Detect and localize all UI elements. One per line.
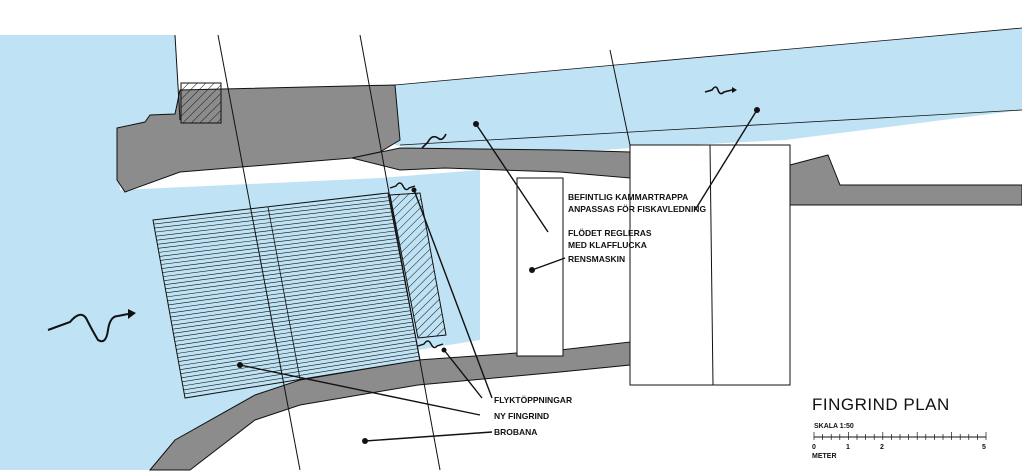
flow-arrow-top-gate — [421, 133, 447, 149]
label-kammartrappa-2: ANPASSAS FÖR FISKAVLEDNING — [568, 204, 706, 214]
flow-arrow-escape-bottom — [417, 340, 444, 349]
rack-slat — [160, 230, 396, 261]
rack-slat — [174, 306, 410, 342]
rack-slat — [182, 344, 418, 383]
rack-slat — [158, 219, 394, 249]
rack-slat — [155, 204, 391, 233]
rack-slat — [162, 242, 398, 273]
scale-unit: METER — [812, 453, 837, 460]
scale-label: SKALA 1:50 — [814, 423, 854, 430]
rack-slat — [170, 283, 406, 318]
rack-divider — [267, 206, 301, 380]
flow-arrows — [47, 86, 737, 349]
rack-slat — [179, 329, 415, 366]
rack-slat — [161, 238, 397, 269]
rack-slat — [158, 223, 394, 253]
rack-slat — [156, 211, 392, 241]
rack-slat — [172, 295, 408, 330]
rack-slat — [171, 291, 407, 326]
scale-tick-1: 1 — [846, 444, 850, 451]
rack-slat — [183, 352, 419, 391]
flow-arrowhead-main — [128, 309, 136, 319]
flow-arrowhead-upper-right — [732, 87, 737, 93]
flow-arrow-upper-right — [704, 86, 733, 95]
hatched-pillar — [180, 82, 222, 124]
rack-slat — [159, 226, 395, 257]
rack-slat — [153, 196, 389, 225]
scale-tick-0: 0 — [812, 444, 816, 451]
scale-tick-5: 5 — [982, 444, 986, 451]
rack-slat — [184, 355, 420, 395]
buildings — [516, 144, 791, 386]
rack-slat — [180, 336, 416, 375]
title-block: FINGRIND PLAN SKALA 1:50 0 1 2 5 METER — [812, 395, 987, 460]
fish-ladder-channel-water — [395, 28, 1022, 160]
rack-slat — [171, 287, 407, 322]
rack-slat — [174, 302, 410, 338]
flow-arrow-escape-top — [389, 182, 416, 191]
reference-lines — [174, 27, 1022, 471]
drawing-title: FINGRIND PLAN — [812, 395, 950, 414]
right-concrete-block — [789, 154, 1022, 206]
rack-slat — [176, 317, 413, 354]
rack-slat — [165, 257, 401, 290]
rack-slat — [178, 325, 414, 362]
diagonal-wall — [351, 147, 631, 179]
rack-slat — [169, 279, 405, 314]
leader-lines — [237, 107, 760, 444]
rack-slat — [177, 321, 413, 358]
flyktoppning-hatch — [389, 192, 447, 339]
rack-slat — [176, 314, 412, 350]
rack-slat — [155, 207, 391, 237]
label-flodet-1: FLÖDET REGLERAS — [568, 228, 652, 238]
label-flyktoppningar: FLYKTÖPPNINGAR — [494, 395, 572, 405]
label-kammartrappa-1: BEFINTLIG KAMMARTRAPPA — [568, 192, 688, 202]
rack-slat — [168, 276, 405, 310]
rack-slat — [163, 245, 399, 277]
label-flodet-2: MED KLAFFLUCKA — [568, 240, 647, 250]
rack-slat — [175, 310, 411, 346]
rensmaskin-block — [516, 177, 564, 357]
rack-slat — [168, 272, 404, 306]
rack-slat — [167, 268, 403, 302]
scale-tick-2: 2 — [880, 444, 884, 451]
rack-slat — [157, 215, 393, 245]
rack-slat — [154, 200, 390, 229]
rack-slat — [166, 264, 402, 298]
fingrind-rack — [152, 192, 447, 399]
scale-ticks — [813, 432, 987, 440]
rack-slat — [163, 249, 399, 281]
rack-slat — [164, 253, 400, 286]
rack-slats — [153, 196, 420, 395]
rack-slat — [182, 348, 418, 387]
label-rensmaskin: RENSMASKIN — [568, 254, 625, 264]
rack-slat — [160, 234, 397, 265]
labels: BEFINTLIG KAMMARTRAPPA ANPASSAS FÖR FISK… — [494, 192, 706, 437]
rack-slat — [179, 333, 415, 370]
rack-slat — [166, 261, 402, 294]
rack-slat — [181, 340, 417, 379]
rack-slat — [173, 298, 409, 334]
label-brobana: BROBANA — [494, 427, 537, 437]
label-ny-fingrind: NY FINGRIND — [494, 411, 549, 421]
flow-arrow-main — [47, 313, 129, 343]
